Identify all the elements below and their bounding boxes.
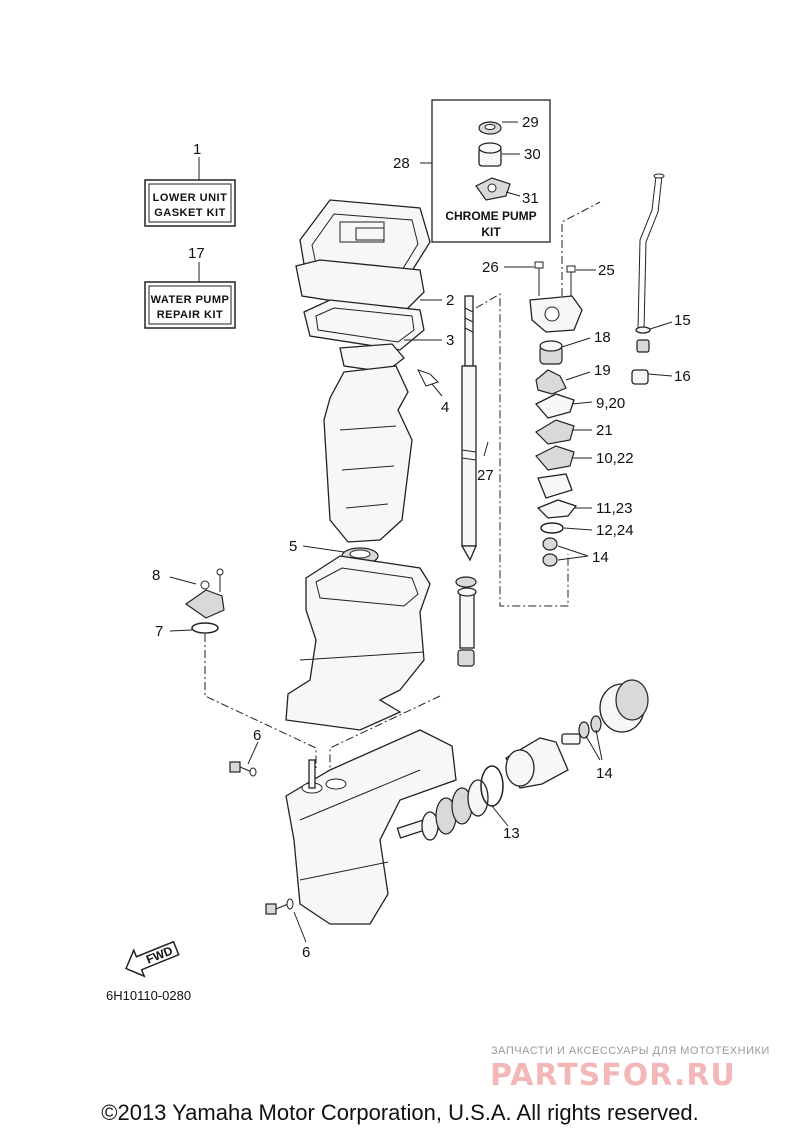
callout-9-20: 9,20 xyxy=(596,395,625,412)
callout-15: 15 xyxy=(674,312,691,329)
callout-18: 18 xyxy=(594,329,611,346)
chrome-pump-kit-line2: KIT xyxy=(481,225,501,239)
callout-5: 5 xyxy=(289,538,297,555)
callout-10-22: 10,22 xyxy=(596,450,634,467)
callout-25: 25 xyxy=(598,262,615,279)
callout-19: 19 xyxy=(594,362,611,379)
callout-31: 31 xyxy=(522,190,539,207)
pump-internals xyxy=(534,340,578,567)
bolt-6-upper xyxy=(229,761,257,777)
watermark-tagline: ЗАПЧАСТИ И АКСЕССУАРЫ ДЛЯ МОТОТЕХНИКИ xyxy=(491,1045,770,1057)
callout-13: 13 xyxy=(503,825,520,842)
water-tube xyxy=(631,173,665,385)
lower-casing xyxy=(285,555,431,731)
chrome-pump-kit-line1: CHROME PUMP xyxy=(445,209,536,223)
upper-gaskets xyxy=(295,199,439,387)
watermark-logo: PARTSFOR.RU xyxy=(490,1058,736,1093)
bolts-26-25 xyxy=(534,261,576,296)
gasket-kit-line2: GASKET KIT xyxy=(154,207,226,219)
callout-8: 8 xyxy=(152,567,160,584)
callout-3: 3 xyxy=(446,332,454,349)
water-pump-kit-line2: REPAIR KIT xyxy=(157,309,224,321)
gasket-kit-box: LOWER UNIT GASKET KIT xyxy=(144,179,236,227)
callout-30: 30 xyxy=(524,146,541,163)
callout-4: 4 xyxy=(441,399,449,416)
part-8 xyxy=(184,568,225,619)
bolt-6-lower xyxy=(265,898,294,915)
callout-29: 29 xyxy=(522,114,539,131)
chrome-pump-kit-box: 29 30 31 CHROME PUMP KIT xyxy=(431,99,551,243)
diagram-code: 6H10110-0280 xyxy=(106,988,191,1003)
gasket-kit-line1: LOWER UNIT xyxy=(153,192,228,204)
upper-casing xyxy=(323,365,413,543)
callout-27: 27 xyxy=(477,467,494,484)
callout-17: 17 xyxy=(188,245,205,262)
water-pump-kit-box: WATER PUMP REPAIR KIT xyxy=(144,281,236,329)
propeller-shaft-assembly xyxy=(396,679,649,841)
callout-21: 21 xyxy=(596,422,613,439)
callout-7: 7 xyxy=(155,623,163,640)
callout-14-lower: 14 xyxy=(596,765,613,782)
callout-11-23: 11,23 xyxy=(596,500,632,517)
callout-14-upper: 14 xyxy=(592,549,609,566)
callout-26: 26 xyxy=(482,259,499,276)
pump-housing xyxy=(529,295,583,333)
gearcase xyxy=(285,729,457,925)
fwd-arrow: FWD xyxy=(125,940,180,978)
copyright-text: ©2013 Yamaha Motor Corporation, U.S.A. A… xyxy=(101,1100,699,1125)
callout-16: 16 xyxy=(674,368,691,385)
callout-2: 2 xyxy=(446,292,454,309)
callout-12-24: 12,24 xyxy=(596,522,634,539)
water-pump-kit-line1: WATER PUMP xyxy=(151,294,230,306)
callout-6-upper: 6 xyxy=(253,727,261,744)
drive-shaft xyxy=(455,295,477,667)
callout-6-lower: 6 xyxy=(302,944,310,961)
callout-1: 1 xyxy=(193,141,201,158)
callout-28: 28 xyxy=(393,155,410,172)
